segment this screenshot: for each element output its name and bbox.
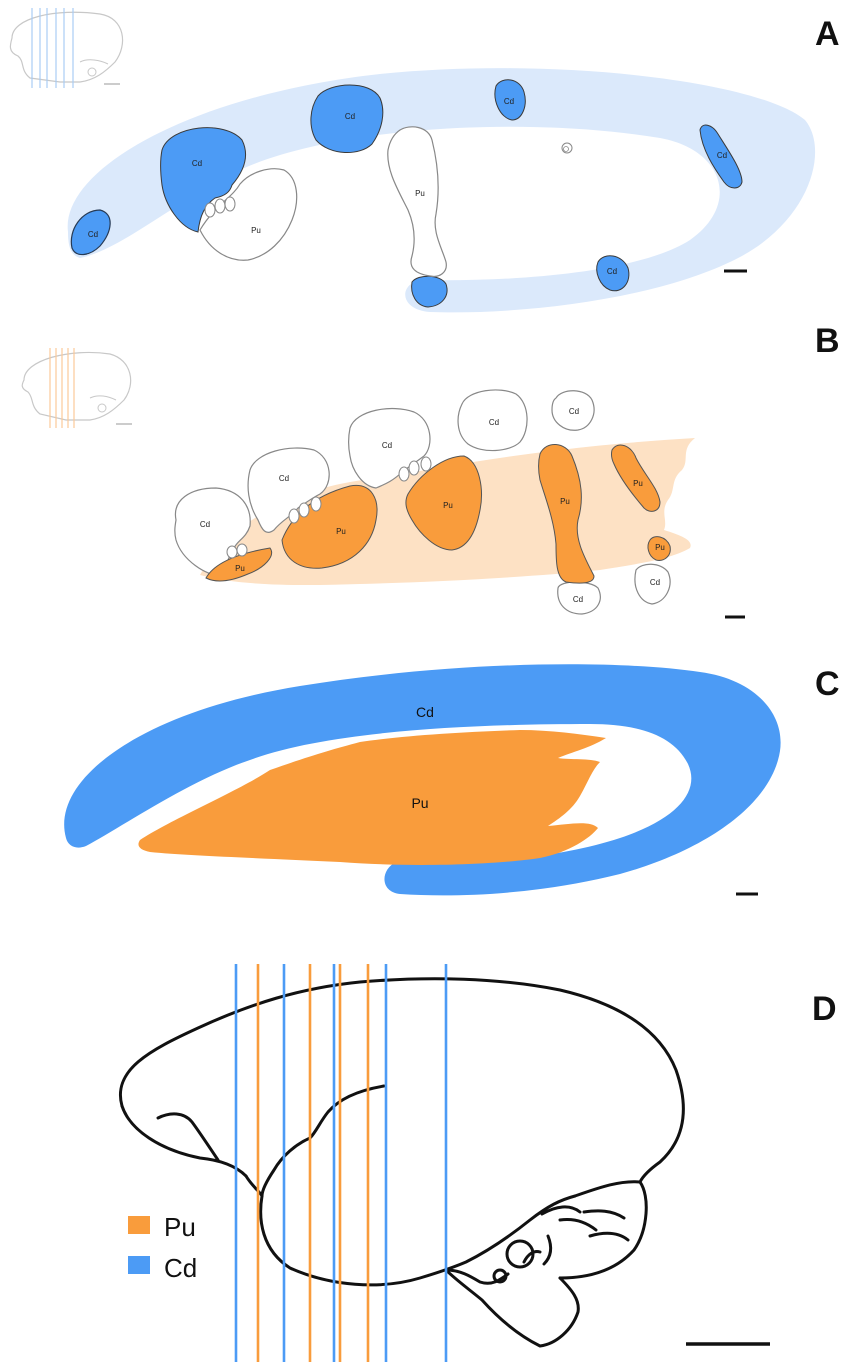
legend-swatch-cd (128, 1256, 150, 1274)
panel-a-bridge-3 (224, 196, 236, 212)
panel-a-cd-band (67, 68, 816, 313)
panel-a-cd-label-5: Cd (717, 151, 727, 160)
panel-b-pu-shape-5 (610, 444, 661, 512)
panel-b-letter: B (815, 322, 840, 360)
panel-a-cd-shape-3 (310, 84, 384, 154)
panel-a-letter: A (815, 15, 840, 53)
panel-a-cd-label-3: Cd (345, 112, 355, 121)
panel-a-cd-label-2: Cd (192, 159, 202, 168)
legend-swatch-pu (128, 1216, 150, 1234)
panel-a-bridge-1 (204, 202, 216, 218)
panel-b-pu-shape-4 (538, 444, 595, 584)
panel-a-cd-shape-5 (699, 124, 743, 189)
panel-b-pu-label-3: Pu (443, 501, 453, 510)
panel-c-letter: C (815, 665, 840, 703)
panel-a-pu-shape-1 (199, 168, 298, 261)
panel-b-cd-label-5: Cd (569, 407, 579, 416)
panel-b-pu-label-1: Pu (235, 564, 245, 573)
panel-b-pu-shape-3 (405, 455, 482, 551)
panel-d-section-lines (234, 964, 448, 1362)
panel-a-pu-shape-2 (387, 126, 447, 277)
panel-b-cd-label-1: Cd (200, 520, 210, 529)
panel-b-cd-label-3: Cd (382, 441, 392, 450)
panel-b-pu-label-6: Pu (655, 543, 665, 552)
panel-b-cd-label-6: Cd (573, 595, 583, 604)
panel-d: D (118, 964, 837, 1362)
panel-d-brain-outline-icon (118, 977, 685, 1348)
panel-c-cd-shape (64, 664, 781, 896)
panel-b-pu-label-5: Pu (633, 479, 643, 488)
panel-b-cd-shape-2 (247, 447, 330, 533)
panel-a-cd-label-6: Cd (607, 267, 617, 276)
panel-b-pu-shape-6 (647, 536, 671, 561)
panel-a-pu-label-2: Pu (415, 189, 425, 198)
panel-a-cd-shape-2 (160, 127, 246, 233)
panel-d-letter: D (812, 990, 837, 1028)
panel-b-thumbnail-brain-icon (21, 348, 132, 428)
panel-b-pu-shape-1 (205, 547, 272, 582)
legend-label-pu: Pu (164, 1212, 196, 1242)
legend-label-cd: Cd (164, 1253, 197, 1283)
panel-a-cd-shape-1 (70, 209, 111, 256)
panel-b-cd-label-7: Cd (650, 578, 660, 587)
panel-b-pu-label-2: Pu (336, 527, 346, 536)
panel-a-cd-shape-6 (596, 255, 630, 292)
panel-b-pu-label-4: Pu (560, 497, 570, 506)
panel-d-legend: Pu Cd (128, 1212, 197, 1283)
panel-b-cd-label-4: Cd (489, 418, 499, 427)
panel-a: A Cd Cd Cd Cd Cd Cd (9, 8, 840, 313)
panel-c-pu-label: Pu (411, 795, 428, 811)
panel-a-cd-shape-4 (494, 79, 526, 121)
panel-b-cd-shape-7 (634, 563, 671, 605)
panel-b-cd-shape-4 (457, 389, 528, 452)
panel-b-cd-label-2: Cd (279, 474, 289, 483)
panel-b: B Cd Cd Cd Cd Cd Cd Cd (21, 322, 840, 619)
panel-c: C Cd Pu (64, 664, 840, 896)
panel-c-cd-label: Cd (416, 704, 434, 720)
panel-a-bridge-2 (214, 198, 226, 214)
panel-a-small-structure-icon (561, 142, 573, 154)
panel-a-thumbnail-brain-icon (9, 8, 124, 88)
panel-a-cd-label-4: Cd (504, 97, 514, 106)
panel-a-pu-label-1: Pu (251, 226, 261, 235)
panel-b-bridges (226, 456, 432, 559)
panel-c-pu-shape (138, 730, 606, 865)
panel-b-cd-shape-5 (551, 390, 595, 431)
panel-a-cd-label-1: Cd (88, 230, 98, 239)
